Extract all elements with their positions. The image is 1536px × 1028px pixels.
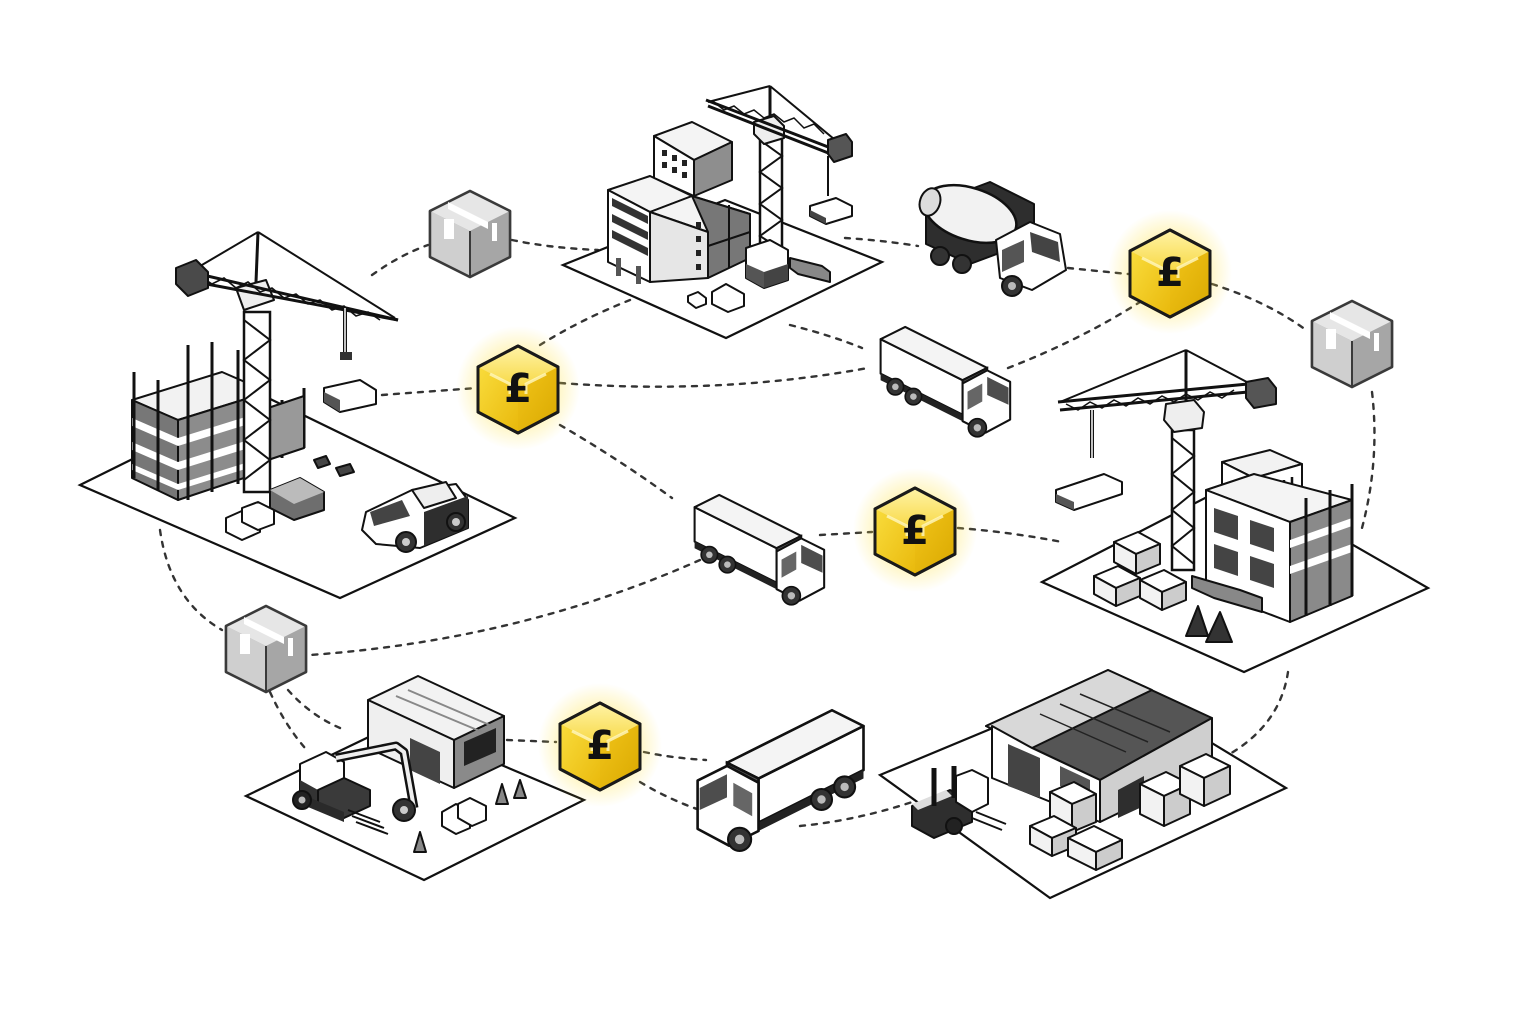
- link-package3-to-depot: [268, 690, 307, 750]
- link-topsite-to-truck1: [788, 323, 864, 350]
- cement-mixer-truck: [918, 181, 1067, 297]
- pound-icon: £: [901, 508, 929, 554]
- pound-icon: £: [504, 366, 532, 412]
- link-cranesite-to-package3: [158, 528, 224, 632]
- link-pay4-to-truck3-2: [638, 780, 702, 812]
- depot-shed: [367, 675, 505, 789]
- site-top-center: [560, 85, 885, 340]
- link-crane-to-pay1: [380, 386, 478, 397]
- link-truck3-to-warehouse: [798, 798, 920, 828]
- site-crane-left: [77, 231, 518, 600]
- link-pay1-to-truck1: [558, 366, 870, 388]
- link-rightsite-to-warehouse: [1226, 670, 1290, 757]
- tower-crane-top: [705, 85, 853, 254]
- box-truck-2: [693, 493, 826, 606]
- link-crane-to-package: [370, 243, 430, 277]
- site-warehouse: [877, 669, 1289, 900]
- pound-icon: £: [586, 723, 614, 769]
- package-node-1[interactable]: [428, 189, 512, 279]
- link-pay1-to-topsite: [538, 298, 632, 347]
- crate-stack-right: [1093, 531, 1187, 611]
- link-pay1-to-truck2: [558, 423, 674, 500]
- tower-crane-right: [1055, 349, 1277, 572]
- payment-node-3[interactable]: £: [851, 466, 979, 594]
- link-topsite-to-mixer: [843, 236, 920, 248]
- box-truck-1: [879, 325, 1012, 438]
- box-truck-3: [696, 708, 865, 853]
- excavator: [292, 741, 419, 835]
- link-package-to-topsite: [510, 238, 600, 252]
- tower-crane-left: [175, 231, 399, 494]
- office-building: [607, 121, 751, 284]
- link-package3-to-depot-2: [286, 688, 342, 730]
- link-package2-to-rightsite: [1360, 390, 1376, 530]
- site-right: [1039, 349, 1431, 674]
- link-truck1-to-pay2: [1006, 300, 1142, 370]
- payment-node-1[interactable]: £: [454, 324, 582, 452]
- payment-node-2[interactable]: £: [1106, 208, 1234, 336]
- package-node-3[interactable]: [224, 604, 308, 694]
- warehouse-building: [985, 669, 1213, 823]
- payment-node-4[interactable]: £: [536, 681, 664, 809]
- crates-warehouse: [1029, 753, 1231, 871]
- van: [361, 481, 469, 553]
- package-node-2[interactable]: [1310, 299, 1394, 389]
- link-truck2-to-package3: [308, 558, 702, 657]
- forklift: [911, 766, 1007, 839]
- pound-icon: £: [1156, 250, 1184, 296]
- site-depot-left: [243, 675, 587, 882]
- link-truck2-to-pay3: [818, 530, 874, 537]
